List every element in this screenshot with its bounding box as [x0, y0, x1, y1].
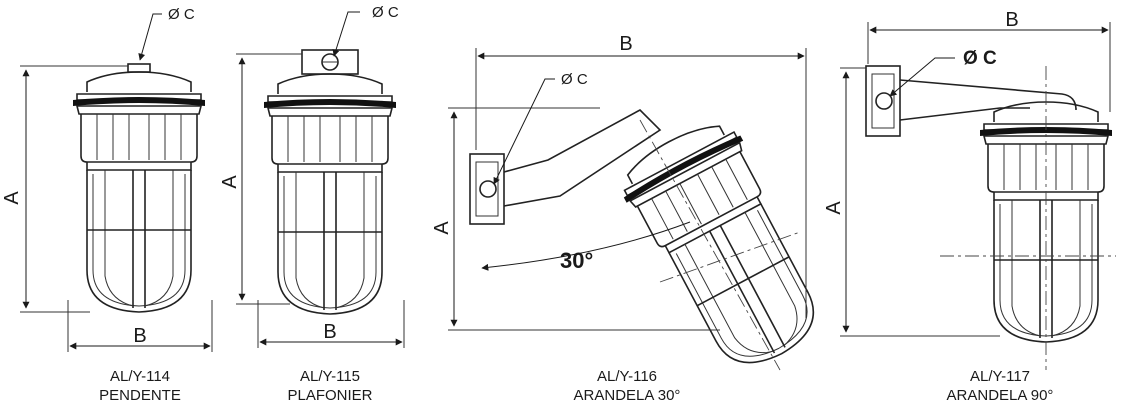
- dim-a-label: A: [1, 191, 23, 205]
- dim-c-leader: [493, 78, 555, 185]
- fixture-plafonier: A B Ø C AL/Y-115 PLAFONIER: [219, 4, 405, 404]
- dim-c-leader: [332, 11, 360, 57]
- caption-type: PLAFONIER: [287, 387, 372, 404]
- fixture-pendente: A B Ø C AL/Y-114 PENDENTE: [1, 6, 213, 404]
- dim-c-leader: [889, 57, 955, 97]
- dim-b-label: B: [619, 33, 632, 55]
- caption-model: AL/Y-114: [110, 368, 170, 385]
- dim-b-label: B: [1005, 9, 1018, 31]
- angle-arc: [481, 221, 691, 271]
- dim-c-label: Ø C: [168, 6, 195, 23]
- fixture-arandela-90: B A Ø C AL/Y-117 ARANDELA 90°: [823, 9, 1116, 404]
- dim-b-label: B: [323, 321, 336, 343]
- caption-model: AL/Y-117: [970, 368, 1030, 385]
- caption-model: AL/Y-115: [300, 368, 360, 385]
- dim-a-label: A: [219, 175, 241, 189]
- caption-type: ARANDELA 90°: [947, 387, 1054, 404]
- dim-a-label: A: [823, 201, 845, 215]
- caption-model: AL/Y-116: [597, 368, 657, 385]
- pendant-stem: [127, 63, 151, 73]
- dim-c-leader: [138, 13, 162, 61]
- wall-box: [865, 65, 901, 137]
- angle-label: 30°: [560, 248, 593, 273]
- caption-type: ARANDELA 30°: [574, 387, 681, 404]
- wall-box: [469, 153, 505, 225]
- fixture-arandela-30: B A 30° Ø C AL/Y-116 ARANDELA 30°: [431, 33, 841, 404]
- dim-a-label: A: [431, 221, 453, 235]
- dim-b-label: B: [133, 325, 146, 347]
- dim-c-label: Ø C: [372, 4, 399, 21]
- dim-c-label: Ø C: [963, 48, 997, 69]
- dim-c-label: Ø C: [561, 71, 588, 88]
- caption-type: PENDENTE: [99, 387, 181, 404]
